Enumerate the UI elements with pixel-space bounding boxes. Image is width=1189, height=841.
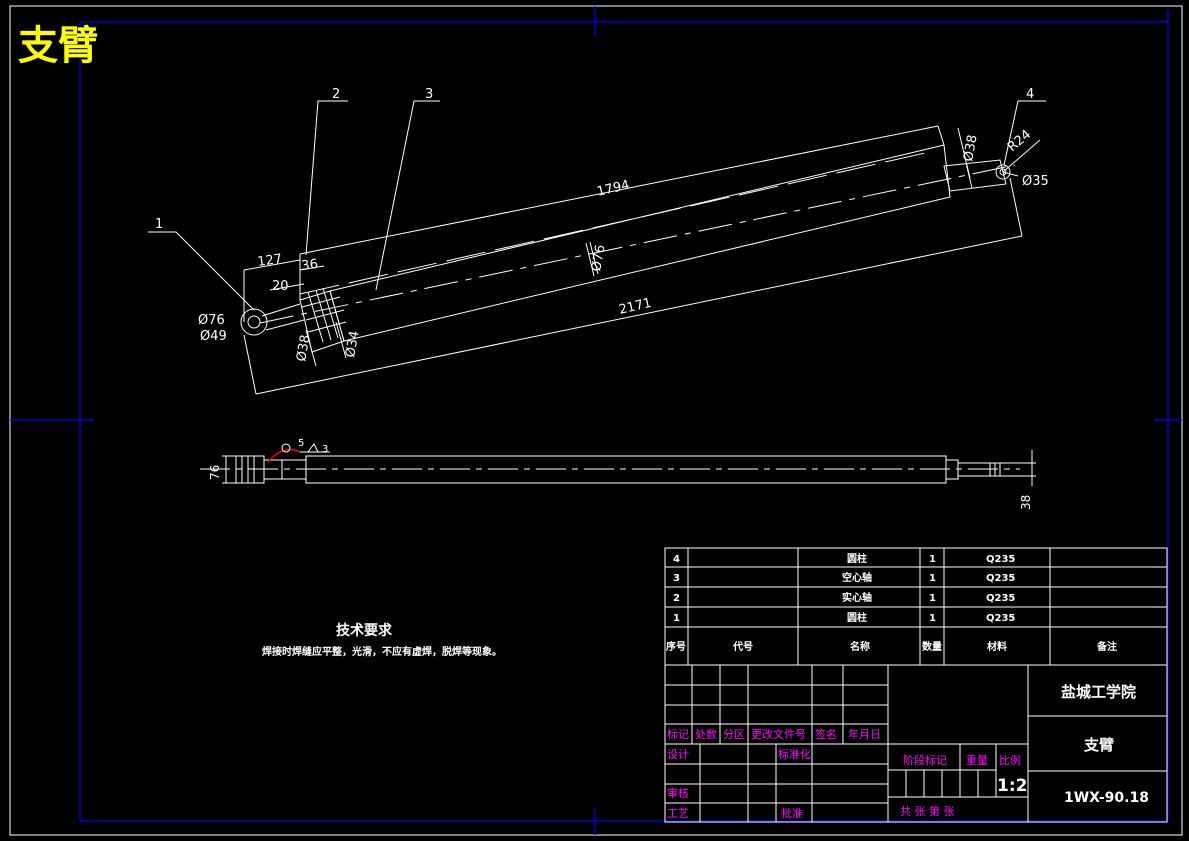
label-date: 年月日 [848,727,881,741]
bom-row-qty: 1 [929,573,936,584]
part-name: 支臂 [1083,736,1114,754]
bom-row-qty: 1 [929,593,936,604]
bom-row-name: 圆柱 [847,611,867,624]
bom-row-material: Q235 [986,593,1015,604]
balloon-1: 1 [155,217,163,232]
dim-dia76-left: Ø76 [198,313,225,328]
dim-r24: R24 [1005,127,1034,155]
bom-row-no: 3 [673,573,680,584]
label-change-doc: 更改文件号 [751,727,806,741]
label-sheets: 共 张 第 张 [900,804,955,818]
title-block-labels: 标记 处数 分区 更改文件号 签名 年月日 设计 标准化 审核 工艺 批准 阶段… [667,727,1021,820]
drawing-frame [79,21,1169,822]
label-design: 设计 [667,748,689,761]
bom-row-no: 1 [673,613,680,624]
drawing-title: 支臂 [18,23,98,69]
bom-row-no: 2 [673,593,680,604]
drawing-number: 1WX-90.18 [1064,790,1149,806]
dim-2171: 2171 [618,296,654,318]
bom-header-name: 名称 [850,640,870,653]
label-stage-mark: 阶段标记 [903,753,947,767]
label-review: 审核 [667,786,689,800]
bom-row-name: 圆柱 [847,552,867,565]
dim-1794: 1794 [596,178,632,200]
tech-req-text: 焊接时焊缝应平整，光滑，不应有虚焊，脱焊等现象。 [262,645,502,658]
dim-dia49: Ø49 [200,329,227,344]
dim-dia38-left: Ø38 [294,334,313,363]
weld-3: 3 [322,444,328,455]
bom-row-qty: 1 [929,613,936,624]
sheet-border [9,5,1183,836]
label-sign: 签名 [815,727,837,741]
bom-header-note: 备注 [1096,640,1117,653]
label-zone: 分区 [723,728,745,741]
label-standard: 标准化 [778,747,811,761]
bom-header-material: 材料 [987,640,1007,653]
bom-row-qty: 1 [929,554,936,565]
bom-row-material: Q235 [986,554,1015,565]
bom-row-name: 实心轴 [842,591,872,604]
dim-127: 127 [256,252,283,270]
centring-marks [10,6,1182,835]
bom-header-code: 代号 [732,640,753,653]
isometric-view [148,100,1046,395]
balloon-2: 2 [332,87,340,102]
balloon-4: 4 [1026,87,1034,102]
bom-row-name: 空心轴 [842,571,872,584]
title-block [664,664,1168,823]
isometric-labels: 1 2 3 4 1794 2171 127 36 20 Ø76 Ø49 Ø38 … [155,87,1049,363]
dim-side-38: 38 [1019,495,1033,510]
bom-row-no: 4 [673,554,680,565]
label-weight: 重量 [966,753,988,767]
label-count: 处数 [695,728,717,741]
label-process: 工艺 [667,807,689,820]
bom-cells: 4 圆柱 1 Q235 3 空心轴 1 Q235 2 实心轴 1 Q235 1 … [666,552,1117,653]
label-mark: 标记 [667,727,689,741]
bom-row-material: Q235 [986,573,1015,584]
weld-symbol: 5 3 [267,438,330,463]
dim-dia38-right: Ø38 [961,134,980,163]
balloon-3: 3 [425,87,433,102]
dim-dia76-tube: Ø76 [589,244,608,273]
weld-5: 5 [298,438,304,449]
dim-dia35: Ø35 [1022,174,1049,189]
school-name: 盐城工学院 [1061,683,1136,701]
tech-req-title: 技术要求 [336,622,393,639]
dim-dia34: Ø34 [343,330,362,359]
bom-header-qty: 数量 [922,640,942,653]
bom-row-material: Q235 [986,613,1015,624]
dim-side-76: 76 [208,465,222,480]
dim-20: 20 [272,279,289,294]
side-view [200,450,1036,486]
dim-36: 36 [300,257,318,274]
label-scale: 比例 [999,753,1021,767]
bom-header-no: 序号 [666,640,686,653]
scale-value: 1:2 [997,776,1027,796]
label-approve: 批准 [781,806,803,820]
